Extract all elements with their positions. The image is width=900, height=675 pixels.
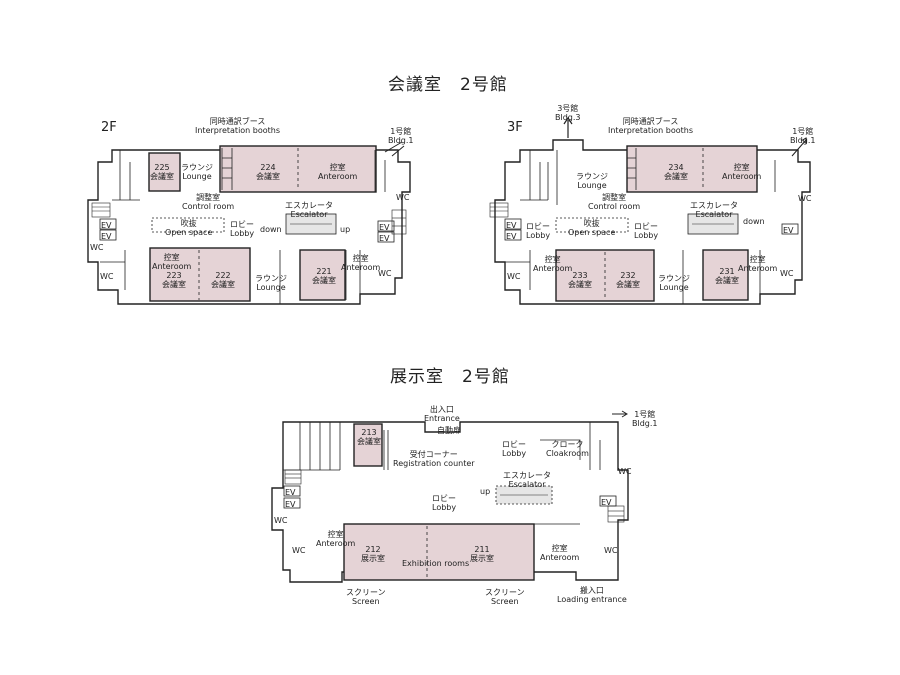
2f-down-label: down xyxy=(260,225,282,234)
ex-wc-right: WC xyxy=(618,467,632,476)
2f-ev-right-1: EV xyxy=(379,223,390,232)
3f-wc-right: WC xyxy=(798,194,812,203)
2f-up-label: up xyxy=(340,225,351,234)
ex-ev-left-2: EV xyxy=(285,500,296,509)
ex-autodoor-label: 自動扉 xyxy=(437,426,461,435)
3f-ev-left-2: EV xyxy=(506,232,517,241)
ex-wc-bottom-left: WC xyxy=(292,546,306,555)
2f-wc-bottom-right: WC xyxy=(378,269,392,278)
exhibition-plan xyxy=(271,410,629,583)
room-234 xyxy=(626,145,758,193)
room-212-211 xyxy=(343,523,535,581)
room-223-222 xyxy=(149,247,251,302)
2f-wc-bottom-left: WC xyxy=(100,272,114,281)
3f-wc-bottom-left: WC xyxy=(507,272,521,281)
conference-title: 会議室 2号館 xyxy=(388,75,508,95)
room-221 xyxy=(299,249,346,301)
ex-ev-right: EV xyxy=(601,498,612,507)
2f-wc-right: WC xyxy=(396,193,410,202)
2f-ev-left-2: EV xyxy=(101,232,112,241)
ex-up-label: up xyxy=(480,487,491,496)
room-225 xyxy=(148,152,181,192)
3f-ev-left-1: EV xyxy=(506,221,517,230)
ex-ev-left-1: EV xyxy=(285,488,296,497)
2f-ev-left-1: EV xyxy=(101,221,112,230)
floor-3f-plan xyxy=(489,116,811,305)
ex-wc-left: WC xyxy=(274,516,288,525)
floor-2f-label: 2F xyxy=(101,120,117,135)
floor-2f-plan xyxy=(87,141,411,305)
2f-wc-left: WC xyxy=(90,243,104,252)
3f-wc-bottom-right: WC xyxy=(780,269,794,278)
floor-3f-label: 3F xyxy=(507,120,523,135)
3f-ev-right: EV xyxy=(783,226,794,235)
room-213 xyxy=(353,423,383,467)
2f-ev-right-2: EV xyxy=(379,234,390,243)
ex-exhibition-rooms-label: Exhibition rooms xyxy=(402,559,470,568)
room-231 xyxy=(702,249,749,301)
3f-down-label: down xyxy=(743,217,765,226)
exhibition-title: 展示室 2号館 xyxy=(390,367,510,387)
ex-wc-bottom-right: WC xyxy=(604,546,618,555)
